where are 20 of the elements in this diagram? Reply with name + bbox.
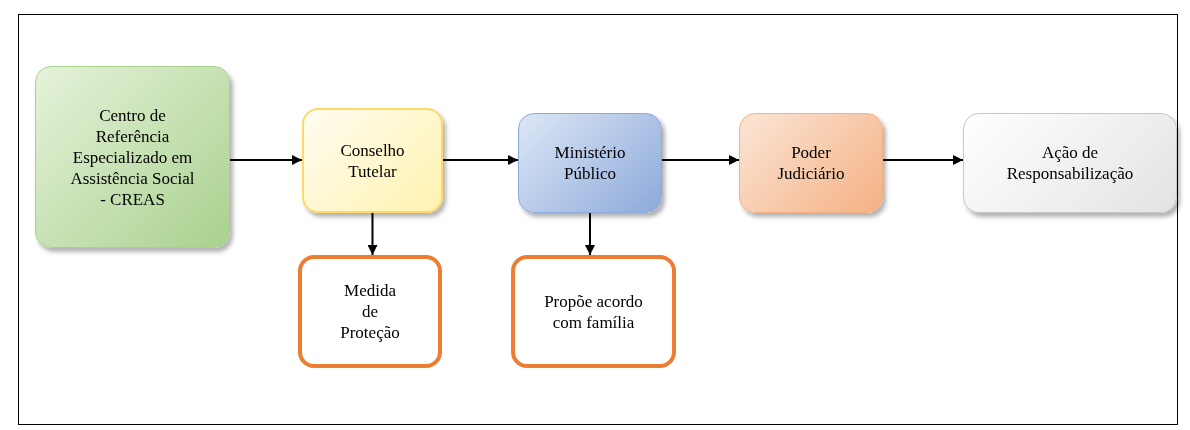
process-box	[963, 113, 1177, 213]
arrow	[367, 212, 378, 256]
outcome-box	[298, 255, 442, 368]
arrow	[585, 212, 595, 256]
arrow	[661, 155, 740, 165]
process-box	[518, 113, 662, 213]
outcome-box	[511, 255, 676, 368]
process-box	[739, 113, 883, 213]
box-label: Ação de Responsabilização	[1005, 142, 1135, 184]
box-label: Propõe acordo com família	[543, 290, 644, 333]
box-label: Medida de Proteção	[339, 280, 401, 343]
process-box	[35, 66, 230, 248]
box-label: Conselho Tutelar	[339, 139, 406, 182]
arrow	[442, 155, 519, 165]
arrow	[229, 155, 303, 165]
box-label: Centro de Referência Especializado em Assistência Social - CREAS	[69, 104, 196, 210]
arrow	[882, 155, 964, 165]
box-label: Ministério Público	[553, 142, 627, 184]
process-box	[302, 108, 443, 213]
box-label: Poder Judiciário	[776, 142, 846, 184]
